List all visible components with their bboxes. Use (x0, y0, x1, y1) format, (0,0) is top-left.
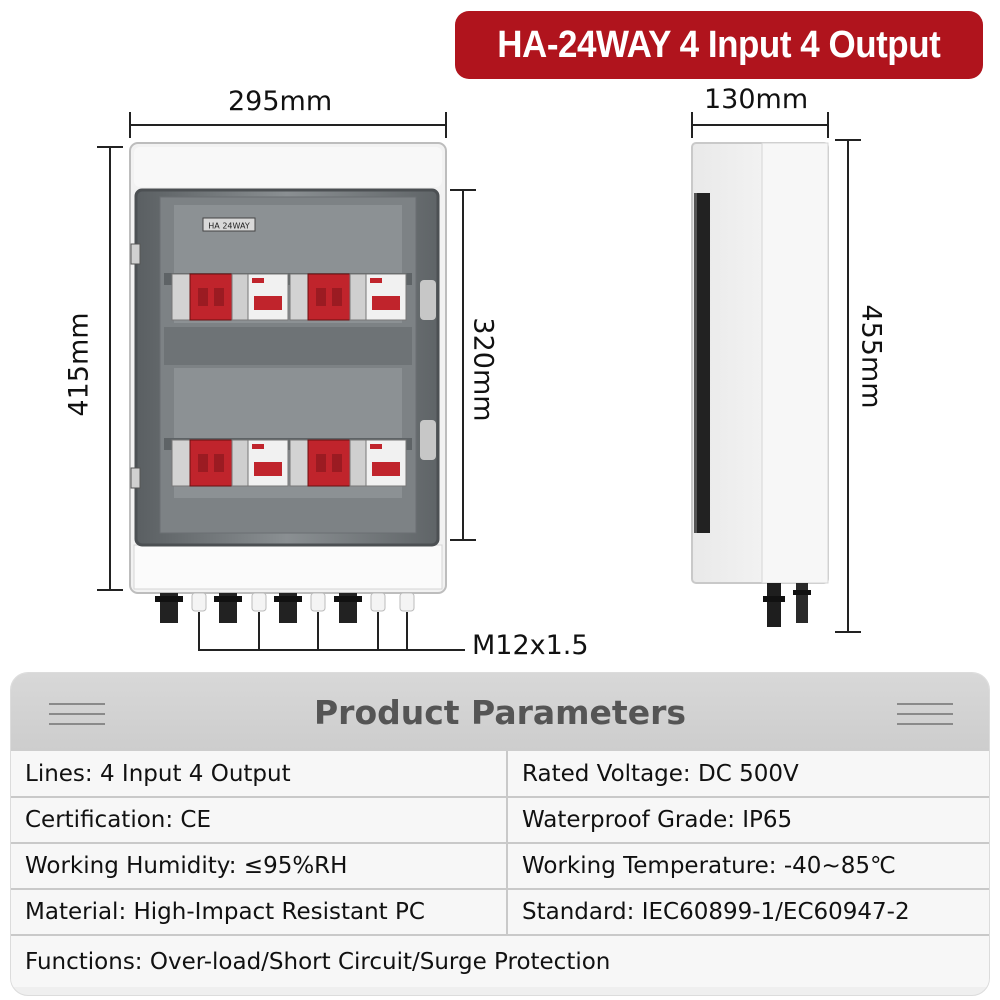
terminal (349, 273, 367, 321)
param-cell: Working Temperature: -40~85℃ (507, 843, 989, 890)
side-height-label: 455mm (855, 304, 887, 409)
surge-protector (189, 439, 233, 487)
fuse-holder (171, 273, 191, 321)
breaker-row-bottom (171, 439, 407, 487)
title-badge: HA-24WAY 4 Input 4 Output (455, 11, 983, 79)
fuse-holder (289, 439, 309, 487)
side-view (691, 112, 861, 633)
fuse-holder (289, 273, 309, 321)
surge-protector (189, 273, 233, 321)
fuse-holder (171, 439, 191, 487)
param-cell: Certification: CE (11, 797, 508, 844)
surge-protector (307, 273, 351, 321)
param-cell: Lines: 4 Input 4 Output (11, 751, 508, 798)
terminal (231, 273, 249, 321)
model-plate (202, 217, 256, 232)
plate-label: HA 24WAY (208, 222, 250, 231)
panel-header: Product Parameters (11, 673, 989, 751)
product-parameters-panel: Product Parameters Lines: 4 Input 4 Outp… (10, 672, 990, 996)
inner-height-label: 320mm (467, 317, 499, 422)
table-row: Material: High-Impact Resistant PC Stand… (11, 889, 989, 936)
param-cell: Rated Voltage: DC 500V (507, 751, 989, 798)
dimension-diagram: HA 24WAY (97, 112, 861, 651)
table-row: Lines: 4 Input 4 Output Rated Voltage: D… (11, 751, 989, 798)
front-width-label: 295mm (228, 86, 333, 117)
param-cell: Material: High-Impact Resistant PC (11, 889, 508, 936)
functions-cell: Functions: Over-load/Short Circuit/Surge… (11, 935, 989, 987)
parameters-table: Lines: 4 Input 4 Output Rated Voltage: D… (11, 751, 989, 987)
breaker-row-top (171, 273, 407, 321)
side-depth-label: 130mm (704, 84, 809, 115)
side-cover-edge (694, 193, 710, 533)
table-row: Functions: Over-load/Short Circuit/Surge… (11, 935, 989, 987)
param-cell: Standard: IEC60899-1/EC60947-2 (507, 889, 989, 936)
param-cell: Waterproof Grade: IP65 (507, 797, 989, 844)
panel-title: Product Parameters (313, 692, 687, 732)
terminal (231, 439, 249, 487)
decorative-lines-left-icon (49, 703, 105, 725)
table-row: Certification: CE Waterproof Grade: IP65 (11, 797, 989, 844)
terminal (349, 439, 367, 487)
cable-glands (155, 592, 415, 623)
front-height-label: 415mm (63, 312, 95, 417)
param-cell: Working Humidity: ≤95%RH (11, 843, 508, 890)
front-view: HA 24WAY (97, 112, 476, 651)
surge-protector (307, 439, 351, 487)
decorative-lines-right-icon (897, 703, 953, 725)
gland-size-label: M12x1.5 (472, 630, 589, 661)
product-title: HA-24WAY 4 Input 4 Output (497, 23, 941, 66)
table-row: Working Humidity: ≤95%RH Working Tempera… (11, 843, 989, 890)
